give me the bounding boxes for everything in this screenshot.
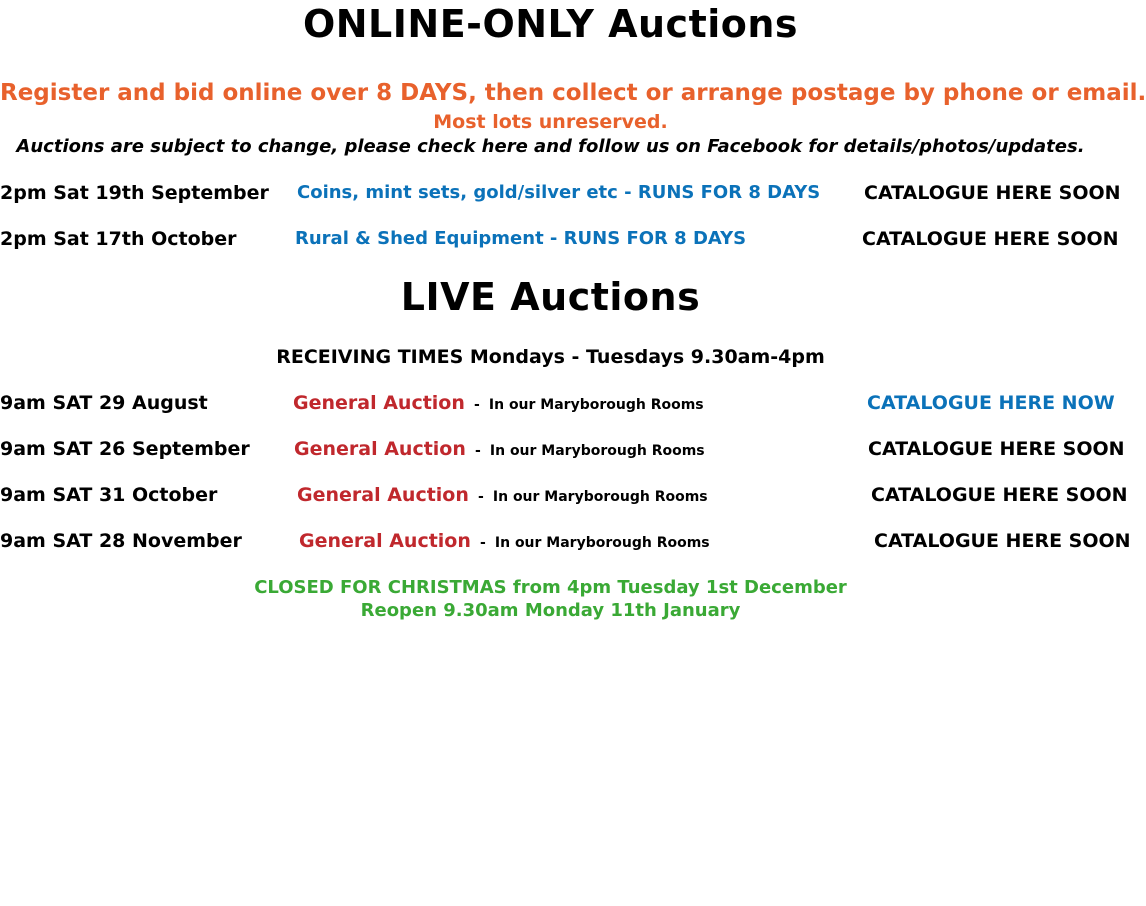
receiving-times: RECEIVING TIMES Mondays - Tuesdays 9.30a… [276, 346, 825, 368]
live-auction-1-separator: - [473, 397, 480, 413]
live-auction-3-name: General Auction [297, 484, 469, 506]
live-auction-4-catalogue-link[interactable]: CATALOGUE HERE SOON [874, 530, 1131, 552]
online-auction-1-description: Coins, mint sets, gold/silver etc - RUNS… [297, 182, 821, 203]
live-auction-2-detail: General Auction - In our Maryborough Roo… [294, 438, 705, 460]
online-auction-2-date: 2pm Sat 17th October [0, 228, 237, 250]
live-auction-2-catalogue-link[interactable]: CATALOGUE HERE SOON [868, 438, 1125, 460]
online-auction-1-catalogue-link[interactable]: CATALOGUE HERE SOON [864, 182, 1121, 204]
live-auction-3-location: In our Maryborough Rooms [492, 489, 708, 505]
online-auctions-title: ONLINE-ONLY Auctions [302, 2, 799, 46]
live-auction-4-date: 9am SAT 28 November [0, 530, 242, 552]
live-auction-3-separator: - [477, 489, 484, 505]
live-auction-2-separator: - [474, 443, 481, 459]
live-auction-2-location: In our Maryborough Rooms [489, 443, 705, 459]
online-intro-line1: Register and bid online over 8 DAYS, the… [0, 80, 1146, 106]
online-auction-1-date: 2pm Sat 19th September [0, 182, 269, 204]
live-auction-4-separator: - [479, 535, 486, 551]
live-auction-3-catalogue-link[interactable]: CATALOGUE HERE SOON [871, 484, 1128, 506]
live-auction-1-location: In our Maryborough Rooms [488, 397, 704, 413]
online-auction-2-description: Rural & Shed Equipment - RUNS FOR 8 DAYS [295, 228, 747, 249]
live-auctions-title: LIVE Auctions [400, 275, 701, 319]
online-intro-line3: Auctions are subject to change, please c… [16, 136, 1085, 157]
auctions-page: ONLINE-ONLY Auctions Register and bid on… [0, 2, 1146, 621]
live-auction-1-name: General Auction [293, 392, 465, 414]
live-auction-4-name: General Auction [299, 530, 471, 552]
live-auction-3-detail: General Auction - In our Maryborough Roo… [297, 484, 708, 506]
live-auction-4-location: In our Maryborough Rooms [494, 535, 710, 551]
online-intro-line2: Most lots unreserved. [433, 111, 668, 133]
online-auction-2-catalogue-link[interactable]: CATALOGUE HERE SOON [862, 228, 1119, 250]
live-auction-1-date: 9am SAT 29 August [0, 392, 208, 414]
live-auction-2-date: 9am SAT 26 September [0, 438, 250, 460]
reopen-notice: Reopen 9.30am Monday 11th January [360, 600, 741, 621]
live-auction-2-name: General Auction [294, 438, 466, 460]
live-auction-1-catalogue-link[interactable]: CATALOGUE HERE NOW [867, 392, 1115, 414]
live-auction-4-detail: General Auction - In our Maryborough Roo… [299, 530, 710, 552]
live-auction-3-date: 9am SAT 31 October [0, 484, 218, 506]
live-auction-1-detail: General Auction - In our Maryborough Roo… [293, 392, 704, 414]
christmas-closed-notice: CLOSED FOR CHRISTMAS from 4pm Tuesday 1s… [254, 577, 847, 598]
